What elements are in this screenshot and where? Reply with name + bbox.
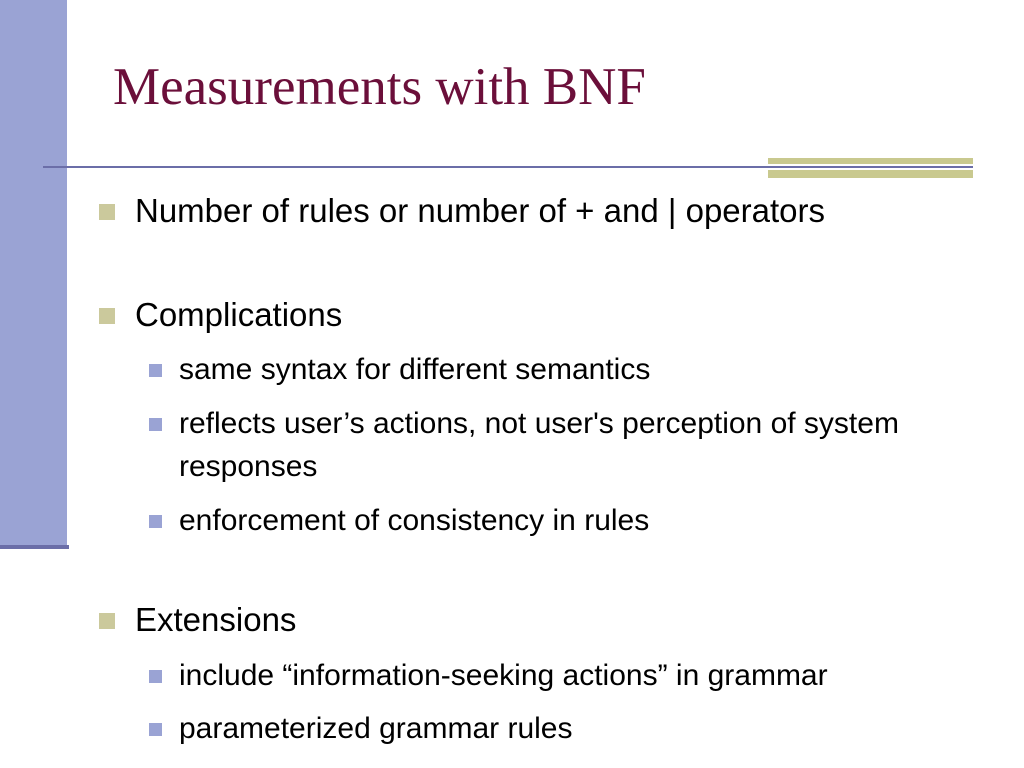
sub-bullet-parameterized-rules: parameterized grammar rules [149, 707, 573, 750]
square-bullet-icon [99, 308, 115, 324]
accent-band-lower [768, 170, 973, 178]
sub-bullet-information-seeking: include “information-seeking actions” in… [149, 654, 828, 697]
square-bullet-icon [99, 613, 115, 629]
bullet-text: Complications [135, 296, 343, 333]
bullet-text: Number of rules or number of + and | ope… [135, 192, 826, 229]
left-decor-bar-edge [0, 545, 69, 549]
slide-title: Measurements with BNF [113, 58, 646, 116]
title-divider [43, 166, 973, 168]
bullet-text: Extensions [135, 601, 297, 638]
square-bullet-icon [149, 515, 162, 528]
sub-bullet-text: reflects user’s actions, not user's perc… [179, 407, 899, 483]
sub-bullet-text: enforcement of consistency in rules [179, 504, 650, 537]
sub-bullet-same-syntax: same syntax for different semantics [149, 348, 651, 391]
square-bullet-icon [149, 723, 162, 736]
bullet-item-extensions: Extensions [99, 601, 297, 639]
square-bullet-icon [99, 204, 115, 220]
left-decor-bar [0, 0, 67, 545]
accent-band-upper [768, 158, 973, 164]
sub-bullet-text: same syntax for different semantics [179, 353, 651, 386]
sub-bullet-text: include “information-seeking actions” in… [179, 659, 828, 692]
sub-bullet-enforcement-consistency: enforcement of consistency in rules [149, 499, 650, 542]
square-bullet-icon [149, 418, 162, 431]
bullet-item-rules-or-operators: Number of rules or number of + and | ope… [99, 192, 826, 230]
sub-bullet-text: parameterized grammar rules [179, 712, 573, 745]
bullet-item-complications: Complications [99, 296, 343, 334]
square-bullet-icon [149, 670, 162, 683]
square-bullet-icon [149, 364, 162, 377]
sub-bullet-reflects-user-actions: reflects user’s actions, not user's perc… [149, 402, 979, 488]
